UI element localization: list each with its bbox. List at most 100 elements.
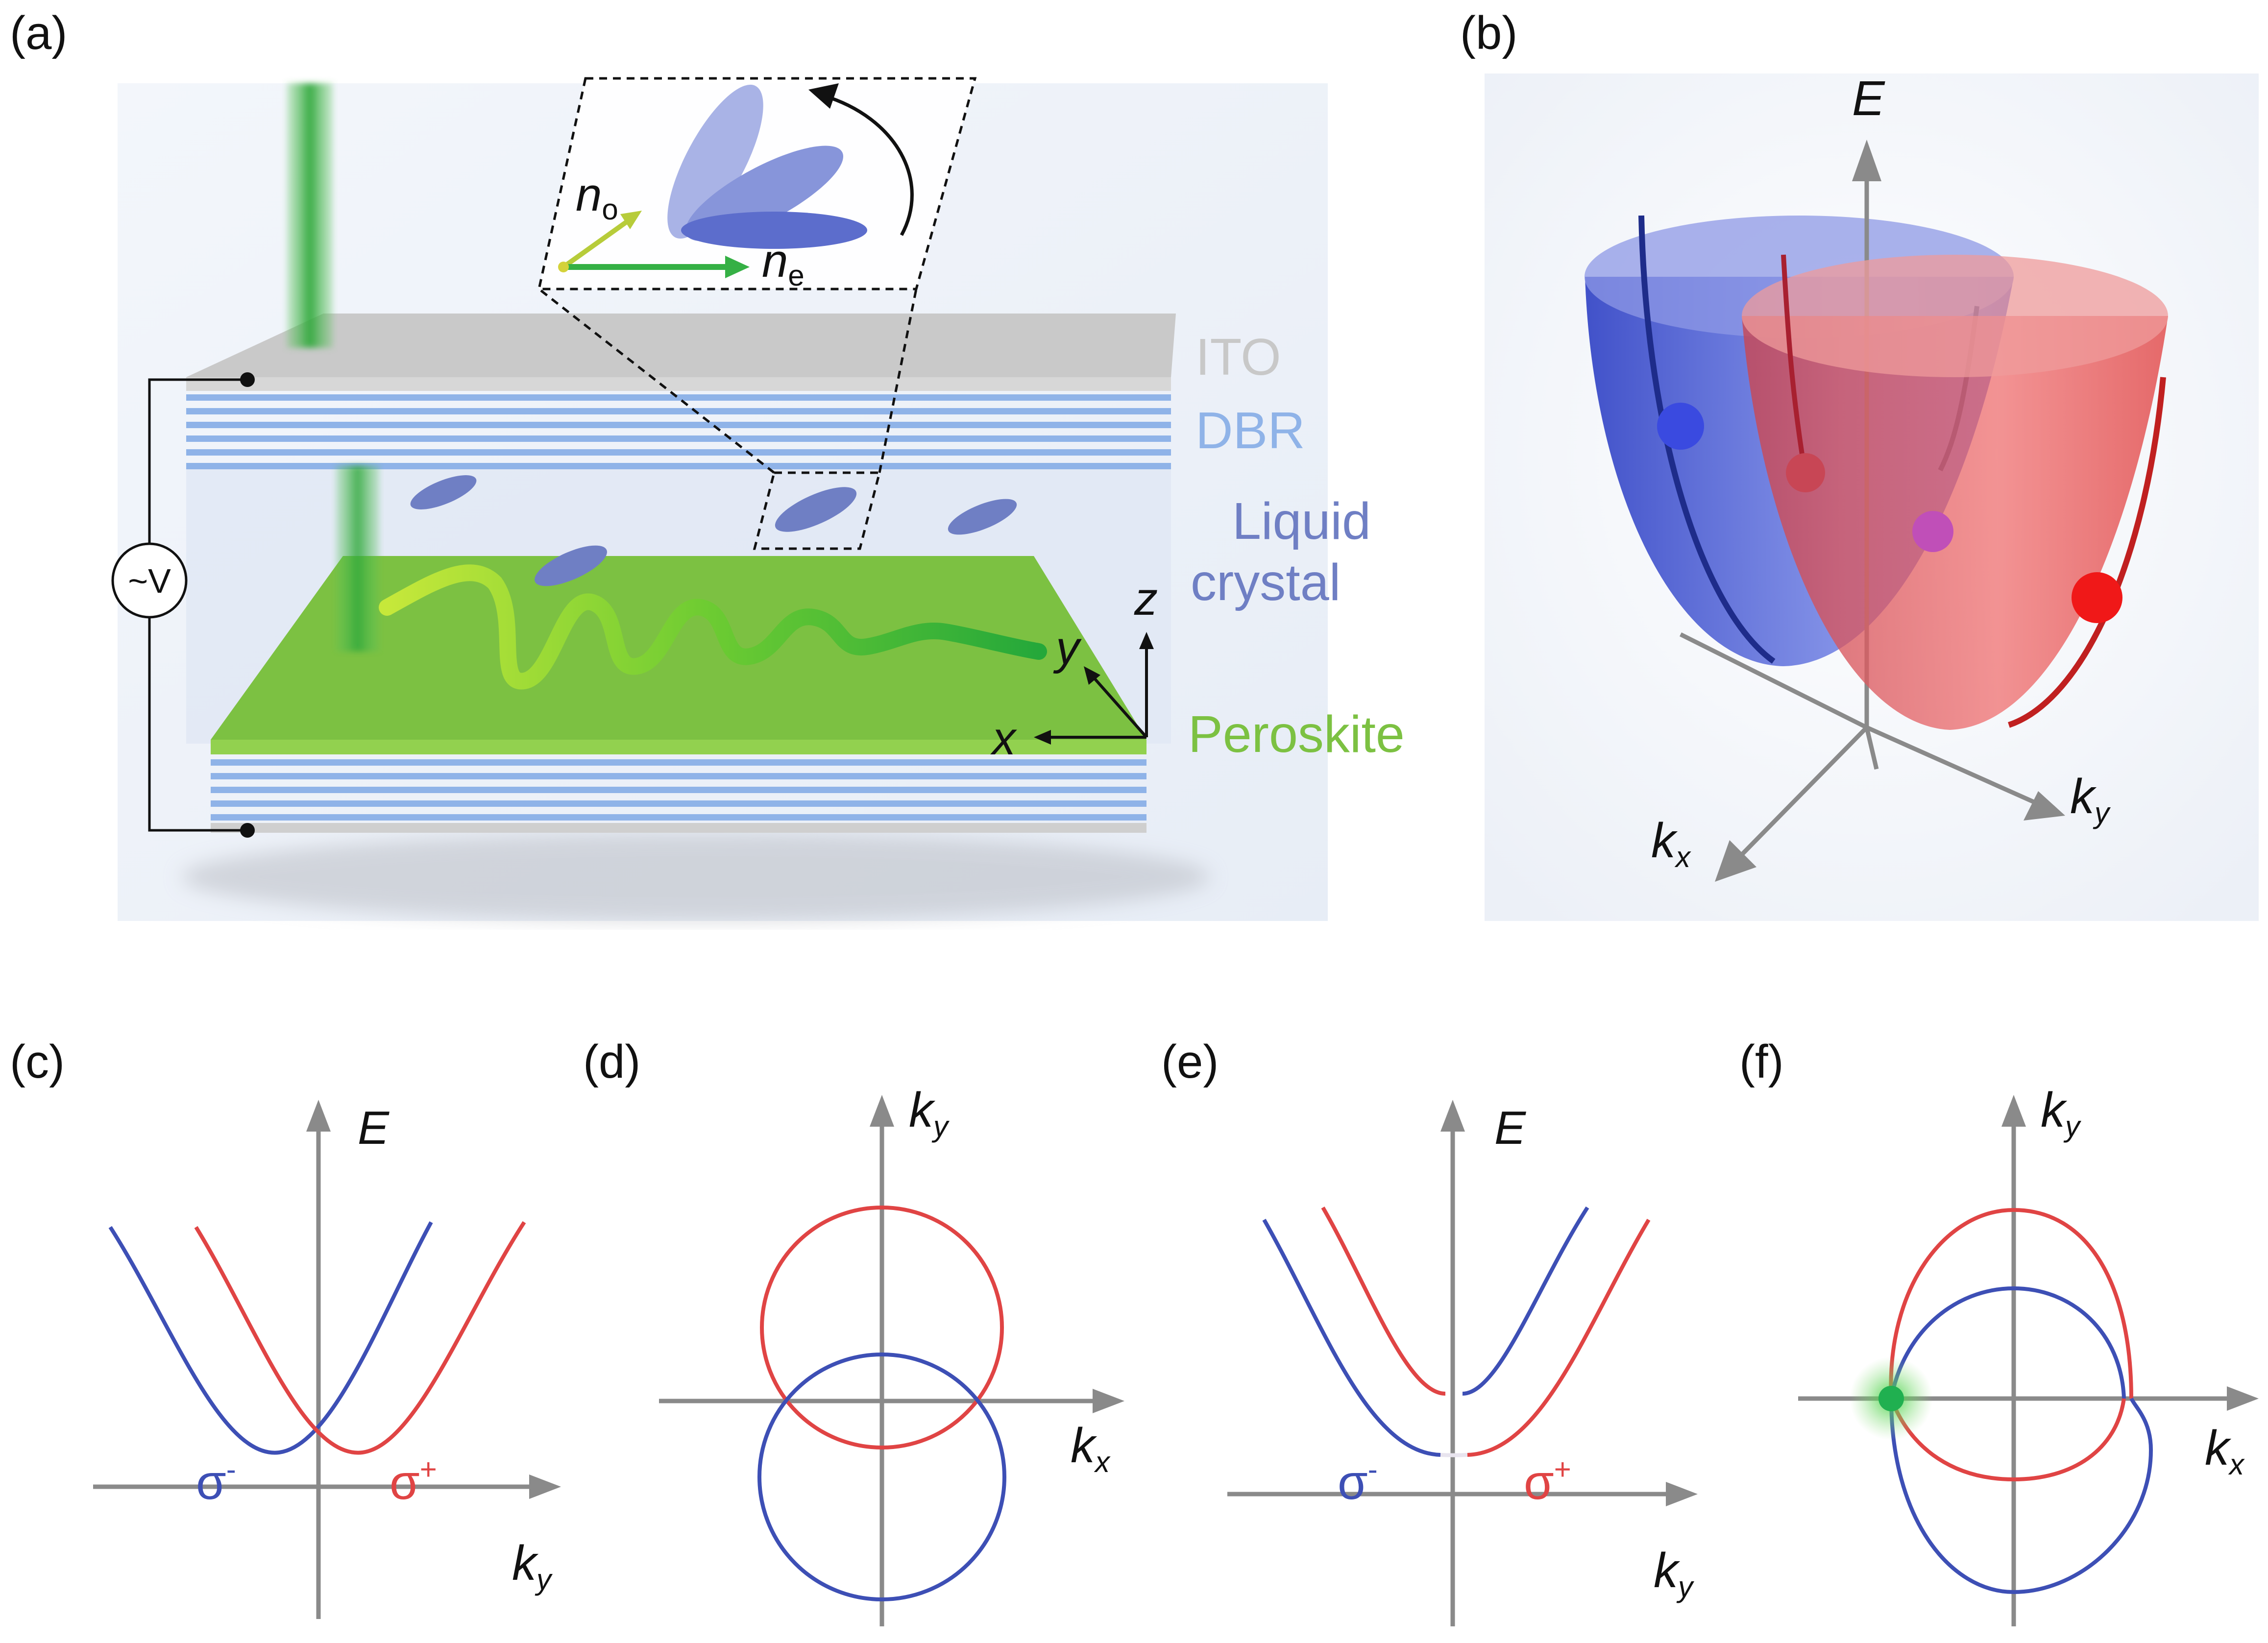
n-o-arrow	[562, 216, 634, 269]
n-e-label: ne	[762, 235, 805, 292]
f-axis-kx-head	[2227, 1386, 2259, 1411]
b-axis-ky-head	[2024, 791, 2065, 821]
zoom-line-left	[538, 288, 775, 474]
rotation-arrow-head	[808, 83, 839, 109]
n-e-arrow-head	[725, 256, 750, 278]
axis-label-x: x	[990, 712, 1017, 765]
b-axis-back	[1679, 632, 1868, 730]
f-label-kx: kx	[2205, 1421, 2245, 1481]
blue-mode-dot	[1657, 403, 1704, 450]
device-shadow	[181, 833, 1210, 921]
red-paraboloid-surface	[1742, 316, 2168, 730]
lc-ellipsoid-flat	[681, 212, 867, 249]
ito-label: ITO	[1195, 328, 1281, 386]
b-axis-kx-head	[1715, 840, 1756, 882]
dbr-label: DBR	[1195, 402, 1305, 459]
axis-label-z: z	[1134, 573, 1158, 625]
lc-molecule	[948, 499, 1017, 535]
lc-ellipsoid-tilted	[667, 84, 763, 239]
blue-paraboloid-cut-left	[1638, 215, 1776, 664]
f-inner-contour-red	[1889, 1398, 2126, 1482]
circuit-node-bottom	[240, 823, 255, 838]
lc-molecule	[410, 475, 477, 509]
c-label-sigma-plus: σ+	[390, 1453, 437, 1510]
f-outer-contour-red	[1889, 1208, 2133, 1399]
lc-rotation-inset: no ne	[537, 77, 977, 292]
polariton-wave	[379, 564, 1047, 690]
panel-label-b: (b)	[1460, 7, 1517, 59]
c-branch-sigma-plus	[194, 1221, 526, 1455]
b-label-energy: E	[1852, 71, 1885, 126]
e-label-sigma-plus: σ+	[1524, 1453, 1571, 1510]
red-mode-dot-back	[1786, 453, 1825, 492]
top-dbr-stack	[186, 394, 1171, 469]
liquid-crystal-label-line2: crystal	[1191, 554, 1341, 611]
panel-b-paraboloids: E kx ky	[1485, 71, 2259, 921]
e-label-k: ky	[1654, 1543, 1695, 1603]
d-label-ky: ky	[909, 1083, 950, 1143]
f-inner-contour-blue	[1889, 1286, 2126, 1399]
b-axis-kx	[1728, 725, 1869, 869]
d-axis-ky-head	[870, 1095, 894, 1127]
e-lower-band-right	[1467, 1218, 1651, 1457]
rotation-arrow	[822, 94, 914, 236]
c-axis-k-head	[529, 1474, 561, 1499]
panel-label-c: (c)	[10, 1036, 65, 1088]
top-ito-plate	[186, 314, 1176, 377]
e-label-sigma-minus: σ-	[1338, 1453, 1378, 1510]
bottom-ito-plate	[211, 823, 1146, 833]
overlap-mode-dot	[1912, 511, 1953, 552]
panel-f-contours: ky kx	[1798, 1083, 2259, 1626]
d-label-kx: kx	[1071, 1418, 1111, 1478]
panel-label-f: (f)	[1739, 1036, 1784, 1088]
e-upper-band-left	[1321, 1206, 1446, 1396]
zoom-line-right	[878, 289, 918, 473]
voltage-source-label: ~V	[128, 562, 171, 600]
panel-label-d: (d)	[583, 1036, 640, 1088]
f-outer-contour-blue	[1889, 1398, 2153, 1595]
panel-label-a: (a)	[10, 7, 67, 59]
f-label-ky: ky	[2041, 1083, 2082, 1143]
f-axis-ky-head	[2001, 1095, 2026, 1127]
d-axis-kx-head	[1093, 1389, 1124, 1413]
c-axis-energy-head	[306, 1100, 331, 1132]
panel-a-device: no ne ~V z x y ITO DBR Liquid crystal	[111, 77, 1405, 921]
b-label-kx: kx	[1651, 813, 1691, 873]
pump-beam-upper	[287, 83, 333, 348]
c-branch-sigma-minus	[108, 1221, 433, 1455]
voltage-circuit: ~V	[111, 372, 255, 838]
axis-label-y: y	[1053, 622, 1082, 674]
lc-selection-box	[753, 471, 881, 550]
e-axis-energy-head	[1440, 1100, 1465, 1132]
c-label-k: ky	[512, 1536, 553, 1596]
n-o-arrow-head	[620, 211, 642, 229]
coordinate-axes: z x y	[990, 573, 1158, 765]
b-label-ky: ky	[2070, 769, 2111, 829]
panel-label-e: (e)	[1161, 1036, 1219, 1088]
bottom-dbr-stack	[211, 759, 1146, 821]
perovskite-label: Peroskite	[1188, 705, 1405, 763]
e-axis-k-head	[1666, 1482, 1698, 1506]
perovskite-slab-top	[211, 556, 1146, 740]
top-ito-edge	[186, 377, 1171, 391]
panel-c-dispersion: E ky σ- σ+	[93, 1100, 561, 1619]
pump-beam-lower	[336, 465, 380, 652]
c-label-sigma-minus: σ-	[196, 1453, 236, 1510]
liquid-crystal-label-line1: Liquid	[1232, 492, 1371, 550]
inset-origin	[558, 262, 569, 272]
c-label-energy: E	[358, 1102, 390, 1154]
lc-molecule	[775, 487, 857, 532]
b-axis-energy-head	[1852, 140, 1881, 181]
voltage-source	[111, 542, 188, 619]
e-lower-band-left	[1262, 1219, 1441, 1457]
e-upper-band-right	[1462, 1206, 1589, 1396]
b-axis-front	[1864, 726, 1879, 770]
lc-molecule	[535, 545, 607, 586]
d-contour-red	[760, 1206, 1004, 1450]
b-axis-ky	[1866, 725, 2049, 811]
perovskite-slab-edge	[211, 740, 1146, 754]
red-paraboloid-rim	[1742, 255, 2168, 377]
panel-d-contours: ky kx	[659, 1083, 1124, 1626]
circuit-node-top	[240, 372, 255, 387]
